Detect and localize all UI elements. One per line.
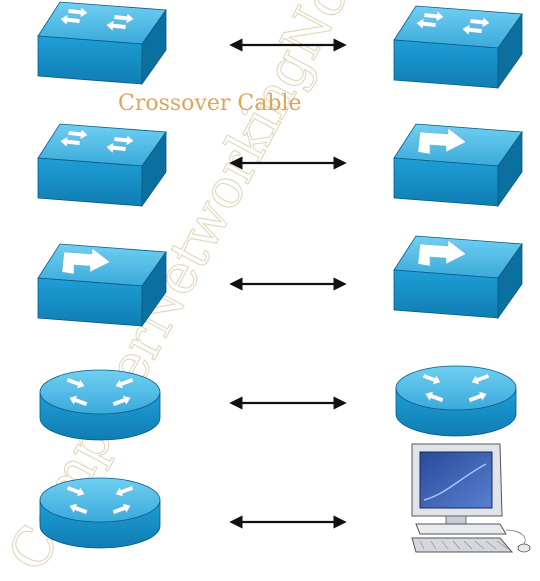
- hub-icon: [37, 243, 167, 328]
- hub-icon: [393, 123, 523, 208]
- router-icon: [395, 365, 517, 437]
- hub-icon: [393, 235, 523, 320]
- switch-icon: [37, 123, 167, 208]
- pc-icon: [411, 443, 531, 553]
- router-icon: [39, 477, 161, 549]
- devices: [37, 1, 531, 553]
- switch-icon: [393, 5, 523, 90]
- router-icon: [39, 369, 161, 441]
- diagram-title: Crossover Cable: [118, 91, 301, 116]
- switch-icon: [37, 1, 167, 86]
